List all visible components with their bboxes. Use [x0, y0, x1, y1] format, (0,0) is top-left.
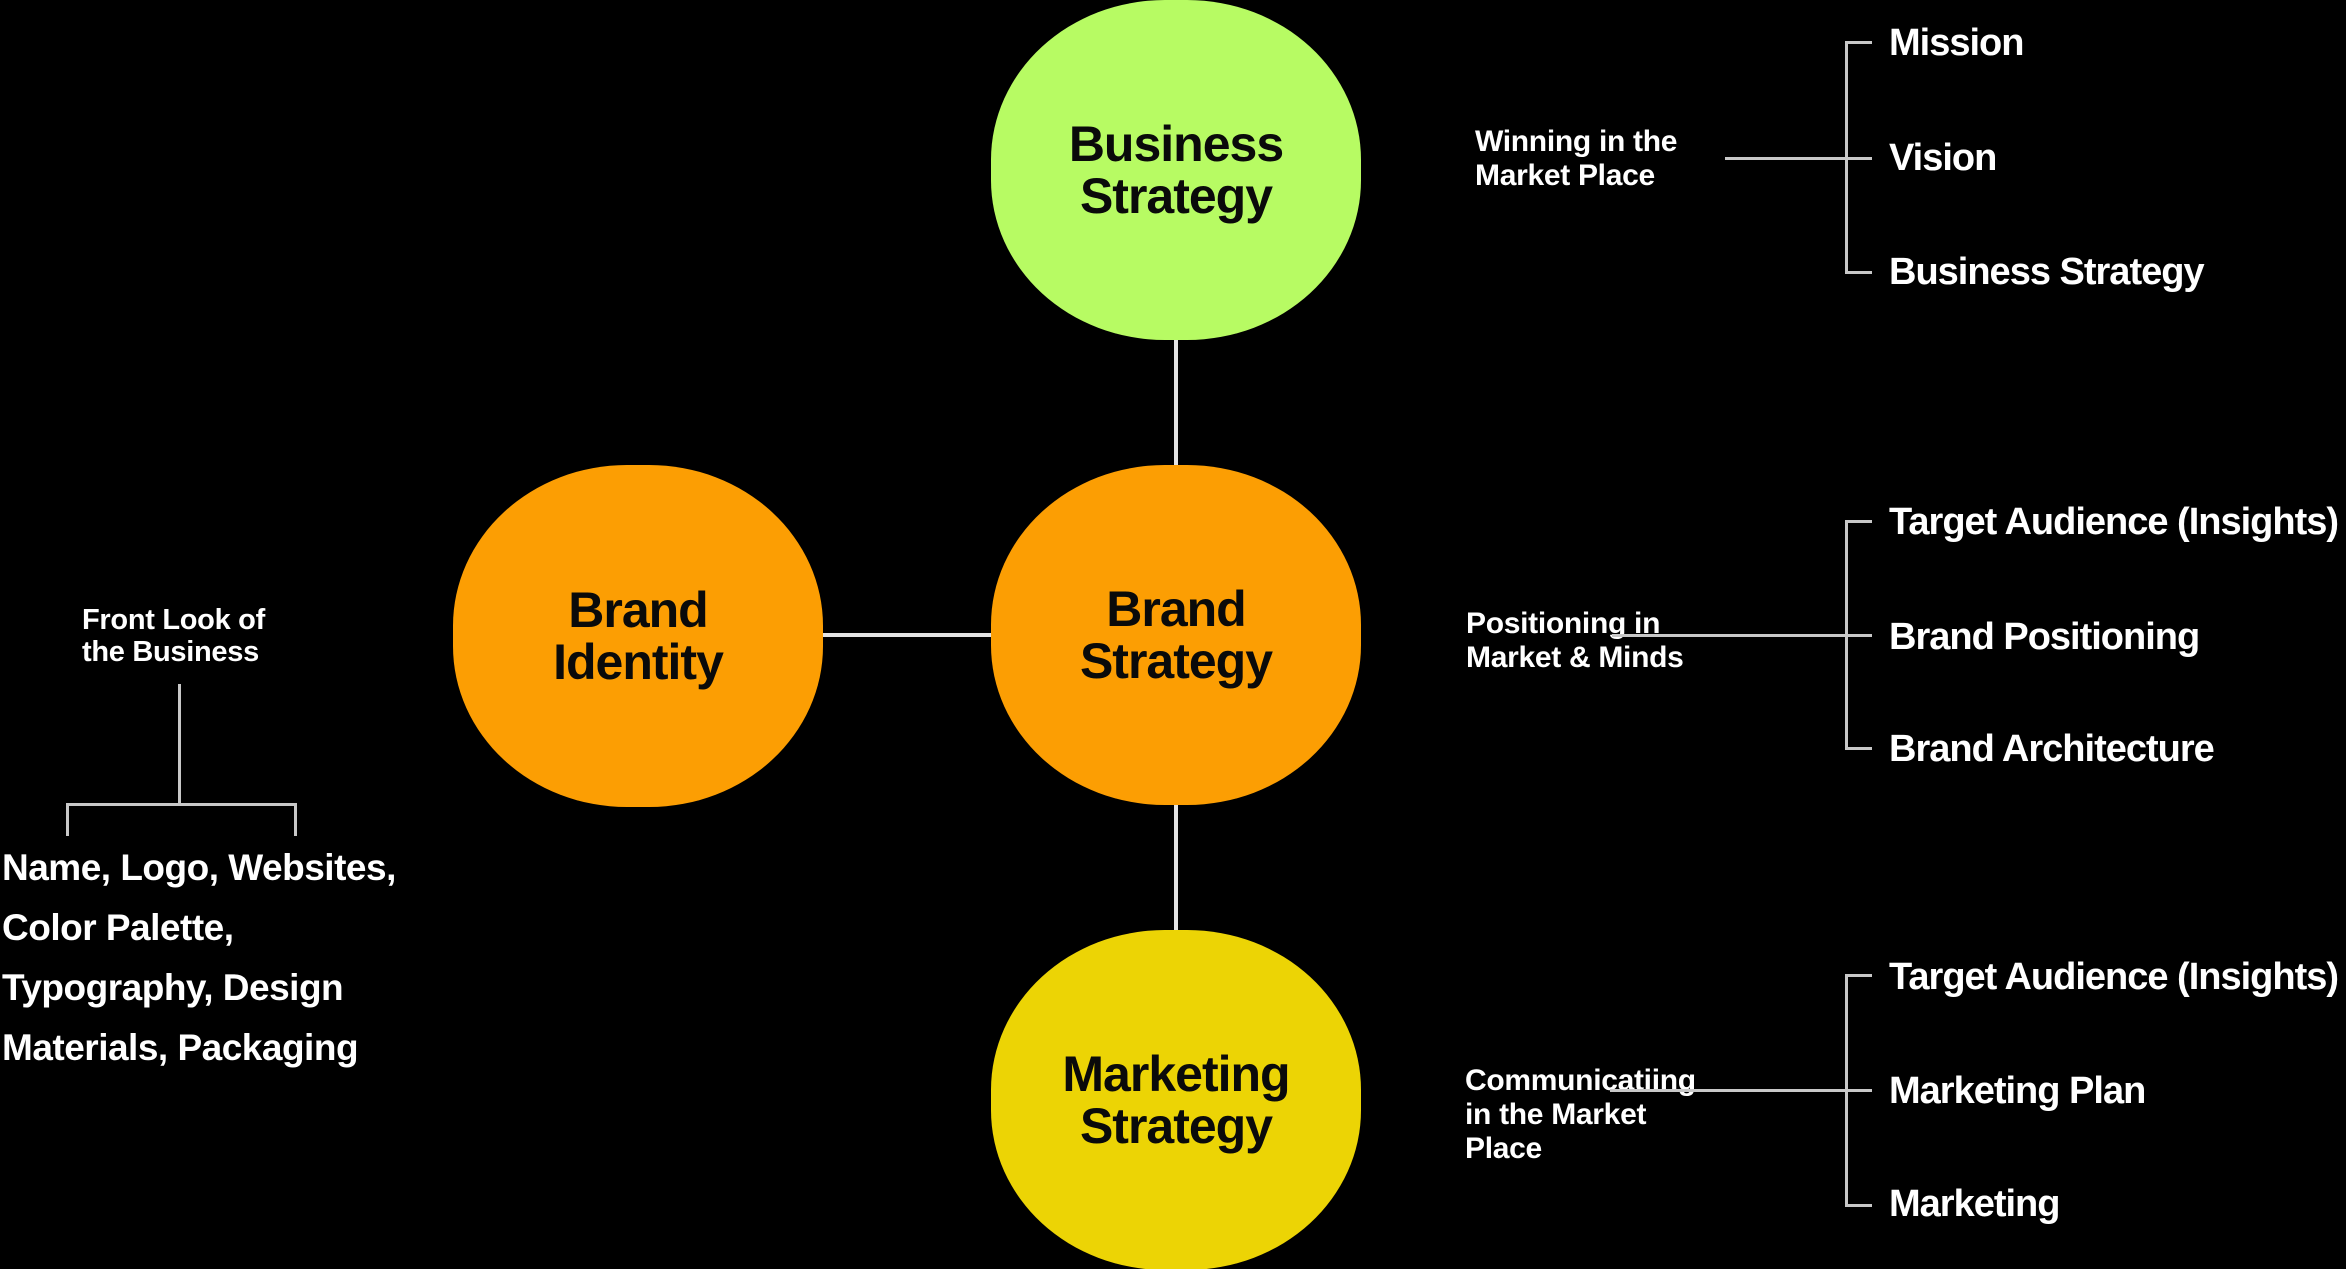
node-brand-strategy: Brand Strategy — [991, 465, 1361, 805]
bracket-item-brand-architecture: Brand Architecture — [1889, 728, 2215, 770]
bracket-item-marketing-plan: Marketing Plan — [1889, 1070, 2146, 1112]
winning-bracket-line — [1845, 41, 1848, 274]
connector-identity-to-brand — [820, 633, 993, 637]
positioning-bracket-top-tick — [1845, 520, 1872, 523]
front-look-bracket-left-tick — [66, 803, 69, 836]
front-look-items: Name, Logo, Websites, Color Palette, Typ… — [2, 847, 396, 1068]
node-marketing-strategy-label: Marketing Strategy — [1062, 1046, 1290, 1154]
bracket-item-vision: Vision — [1889, 137, 1997, 179]
winning-leader-line — [1725, 157, 1872, 160]
node-brand-identity-label: Brand Identity — [553, 582, 724, 690]
communicating-bracket-line — [1845, 974, 1848, 1207]
bracket-item-marketing: Marketing — [1889, 1183, 2060, 1225]
bracket-item-target-audience-1: Target Audience (Insights) — [1889, 501, 2339, 543]
positioning-bracket-line — [1845, 520, 1848, 750]
front-look-bracket-right-tick — [294, 803, 297, 836]
front-look-label: Front Look of the Business — [82, 604, 265, 668]
communicating-label: Communicatiing in the Market Place — [1465, 1064, 1696, 1165]
front-look-bracket-bar — [66, 803, 297, 806]
node-brand-identity: Brand Identity — [453, 465, 823, 807]
bracket-item-brand-positioning: Brand Positioning — [1889, 616, 2200, 658]
connector-brand-to-marketing — [1174, 803, 1178, 932]
positioning-leader-line — [1612, 634, 1872, 637]
communicating-bracket-bottom-tick — [1845, 1204, 1872, 1207]
positioning-label: Positioning in Market & Minds — [1466, 607, 1684, 674]
node-business-strategy-label: Business Strategy — [1068, 116, 1284, 224]
node-brand-strategy-label: Brand Strategy — [1079, 581, 1273, 689]
node-business-strategy: Business Strategy — [991, 0, 1361, 340]
positioning-bracket-bottom-tick — [1845, 747, 1872, 750]
connector-business-to-brand — [1174, 338, 1178, 467]
front-look-stem-line — [178, 684, 181, 805]
bracket-item-target-audience-2: Target Audience (Insights) — [1889, 956, 2339, 998]
communicating-leader-line — [1610, 1089, 1872, 1092]
node-marketing-strategy: Marketing Strategy — [991, 930, 1361, 1269]
communicating-bracket-top-tick — [1845, 974, 1872, 977]
bracket-item-mission: Mission — [1889, 22, 2024, 64]
winning-label: Winning in the Market Place — [1475, 125, 1678, 192]
bracket-item-business-strategy: Business Strategy — [1889, 251, 2205, 293]
winning-bracket-top-tick — [1845, 41, 1872, 44]
winning-bracket-bottom-tick — [1845, 271, 1872, 274]
